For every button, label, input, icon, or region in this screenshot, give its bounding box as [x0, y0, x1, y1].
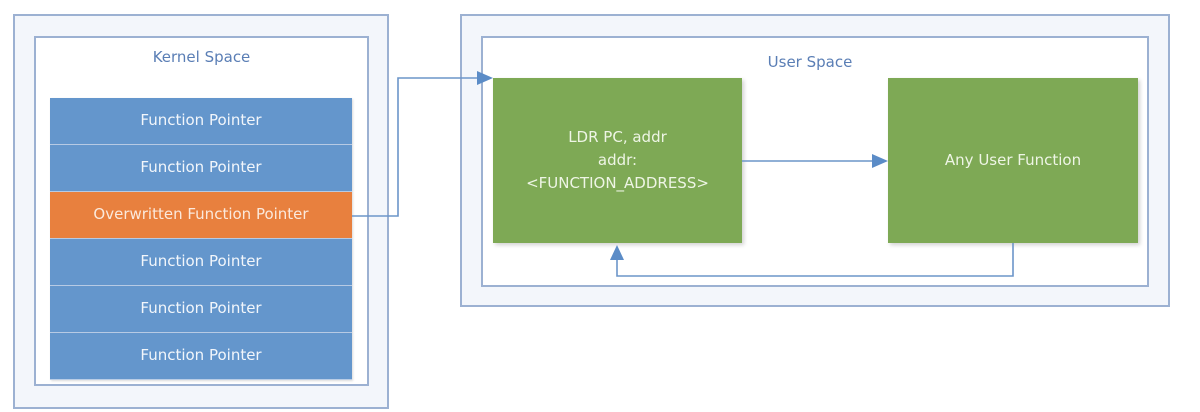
function-pointer-stack: Function Pointer Function Pointer Overwr… [50, 98, 352, 380]
function-pointer-row: Function Pointer [50, 98, 352, 145]
trampoline-line-2: addr: [597, 151, 638, 169]
function-pointer-row: Function Pointer [50, 333, 352, 380]
function-pointer-row: Function Pointer [50, 286, 352, 333]
trampoline-line-1: LDR PC, addr [568, 128, 667, 146]
function-pointer-row: Function Pointer [50, 145, 352, 192]
user-space-title: User Space [767, 53, 853, 71]
trampoline-box: LDR PC, addr addr: <FUNCTION_ADDRESS> [493, 78, 742, 243]
function-pointer-row: Function Pointer [50, 239, 352, 286]
user-function-label: Any User Function [944, 151, 1082, 169]
kernel-space-title: Kernel Space [152, 48, 251, 66]
user-function-box: Any User Function [888, 78, 1138, 243]
overwritten-function-pointer-row: Overwritten Function Pointer [50, 192, 352, 239]
trampoline-line-3: <FUNCTION_ADDRESS> [526, 174, 709, 192]
